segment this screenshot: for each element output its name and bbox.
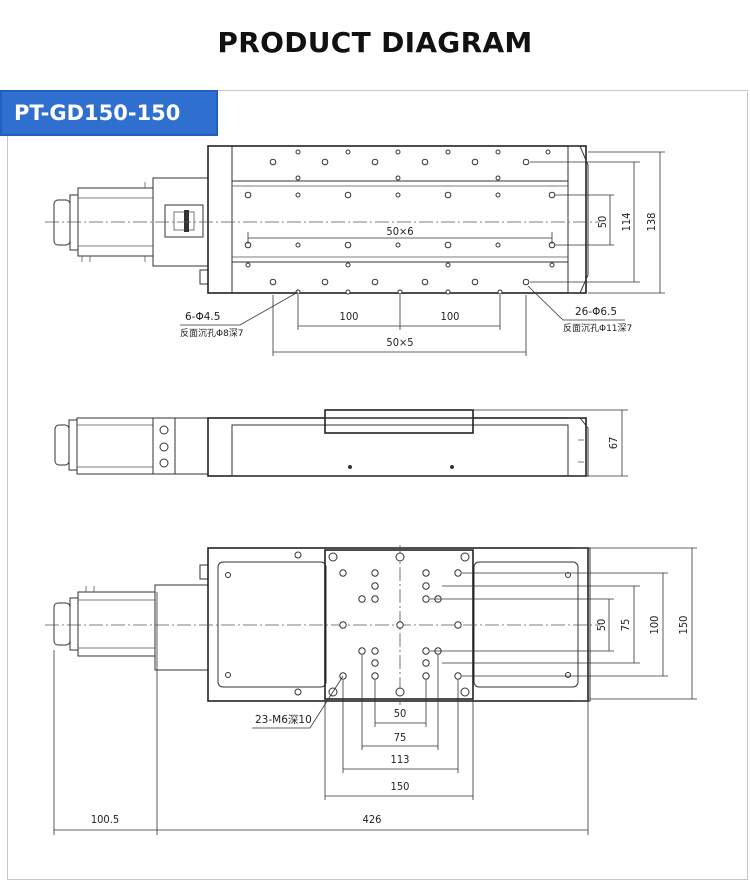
top-hole-row-3 — [244, 241, 556, 268]
top-hole-row-2 — [244, 175, 556, 199]
dim-length-body: 426 — [363, 813, 382, 826]
dim-height-67: 67 — [607, 437, 620, 450]
bottom-dimensions: 50 75 113 150 50 75 100 — [53, 547, 697, 835]
dim-w150: 150 — [391, 780, 410, 793]
dim-pitch-inner: 50×6 — [386, 225, 413, 238]
top-view: 50×6 100 100 50×5 50 114 138 6-Φ4 — [45, 145, 665, 356]
top-hole-row-1 — [269, 149, 551, 166]
dim-w75: 75 — [394, 731, 407, 744]
dim-h75: 75 — [619, 619, 632, 632]
note-right-holes: 26-Φ6.5 — [575, 306, 617, 318]
note-right-counterbore: 反面沉孔Φ11深7 — [563, 323, 632, 334]
bottom-holes — [225, 551, 571, 697]
dim-h114: 114 — [620, 213, 633, 232]
dim-pitch-outer: 50×5 — [386, 336, 413, 349]
top-body — [45, 145, 600, 295]
dim-h50-bottom: 50 — [595, 619, 608, 632]
dim-h138: 138 — [645, 213, 658, 232]
model-label: PT-GD150-150 — [0, 90, 218, 136]
dim-h50-top: 50 — [596, 216, 609, 229]
diagram-frame — [7, 90, 748, 880]
side-view: 67 — [54, 409, 628, 477]
top-hole-row-4 — [269, 278, 530, 295]
dim-w50: 50 — [394, 707, 407, 720]
note-left-holes: 6-Φ4.5 — [185, 311, 220, 323]
bottom-view: 50 75 113 150 50 75 100 — [45, 545, 697, 835]
page-title: PRODUCT DIAGRAM — [217, 26, 533, 59]
top-motor — [53, 177, 209, 285]
dim-w113: 113 — [391, 753, 410, 766]
top-dimensions: 50×6 100 100 50×5 50 114 138 6-Φ4 — [180, 151, 665, 356]
dim-length-motor: 100.5 — [91, 813, 119, 826]
dim-h100: 100 — [648, 616, 661, 635]
dim-pitch-bottom-left: 100 — [340, 310, 359, 323]
note-left-counterbore: 反面沉孔Φ8深7 — [180, 328, 244, 339]
dim-h150: 150 — [677, 616, 690, 635]
note-thread-holes: 23-M6深10 — [255, 714, 312, 726]
dim-pitch-bottom-right: 100 — [441, 310, 460, 323]
